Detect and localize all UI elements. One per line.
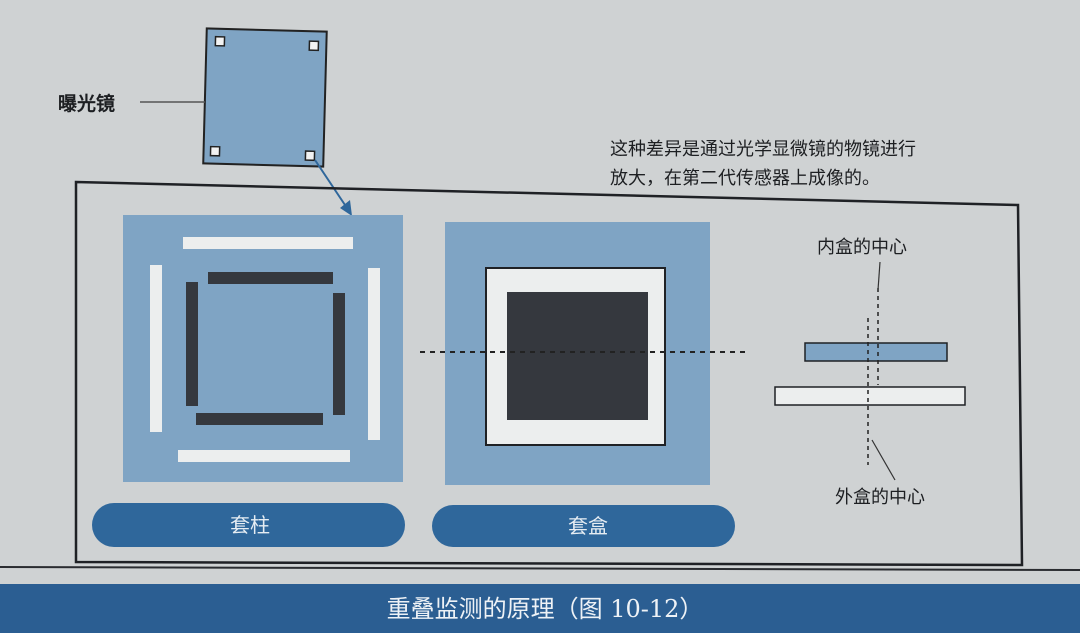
outer-center-label: 外盒的中心	[835, 487, 925, 508]
inner-bar-bottom	[196, 413, 323, 425]
exposure-mask	[202, 27, 328, 168]
figure-caption: 重叠监测的原理（图 10-12）	[387, 595, 704, 623]
arrow-line	[314, 159, 346, 206]
outer-bar-right	[368, 268, 380, 440]
alignment-mark	[308, 40, 320, 52]
inner-box	[507, 292, 648, 420]
bar-in-bar-target	[123, 215, 403, 482]
alignment-mark	[209, 145, 221, 157]
alignment-mark	[304, 150, 316, 162]
outer-center-leader	[871, 439, 896, 481]
outer-bar-left	[150, 265, 162, 432]
inner-center-label: 内盒的中心	[817, 237, 907, 258]
box-in-box-target	[445, 222, 710, 485]
label-pill-bar	[92, 503, 405, 547]
label-bar-in-bar: 套柱	[230, 513, 270, 537]
description-line-2: 放大，在第二代传感器上成像的。	[610, 168, 880, 189]
inner-bar-top	[208, 272, 333, 284]
arrow-head-icon	[340, 200, 352, 216]
outer-box-section	[774, 386, 966, 406]
description-line-1: 这种差异是通过光学显微镜的物镜进行	[610, 139, 916, 160]
caption-banner	[0, 584, 1080, 633]
inner-box-section	[804, 342, 948, 362]
inner-bar-left	[186, 282, 198, 406]
outer-bar-top	[183, 237, 353, 249]
inner-bar-right	[333, 293, 345, 415]
diagram-frame	[74, 180, 1024, 567]
divider	[0, 566, 1080, 571]
outer-bar-bottom	[178, 450, 350, 462]
mask-label: 曝光镜	[58, 92, 115, 115]
label-pill-box	[432, 505, 735, 547]
alignment-mark	[214, 35, 226, 47]
label-box-in-box: 套盒	[568, 514, 608, 538]
inner-center-leader	[877, 261, 881, 291]
